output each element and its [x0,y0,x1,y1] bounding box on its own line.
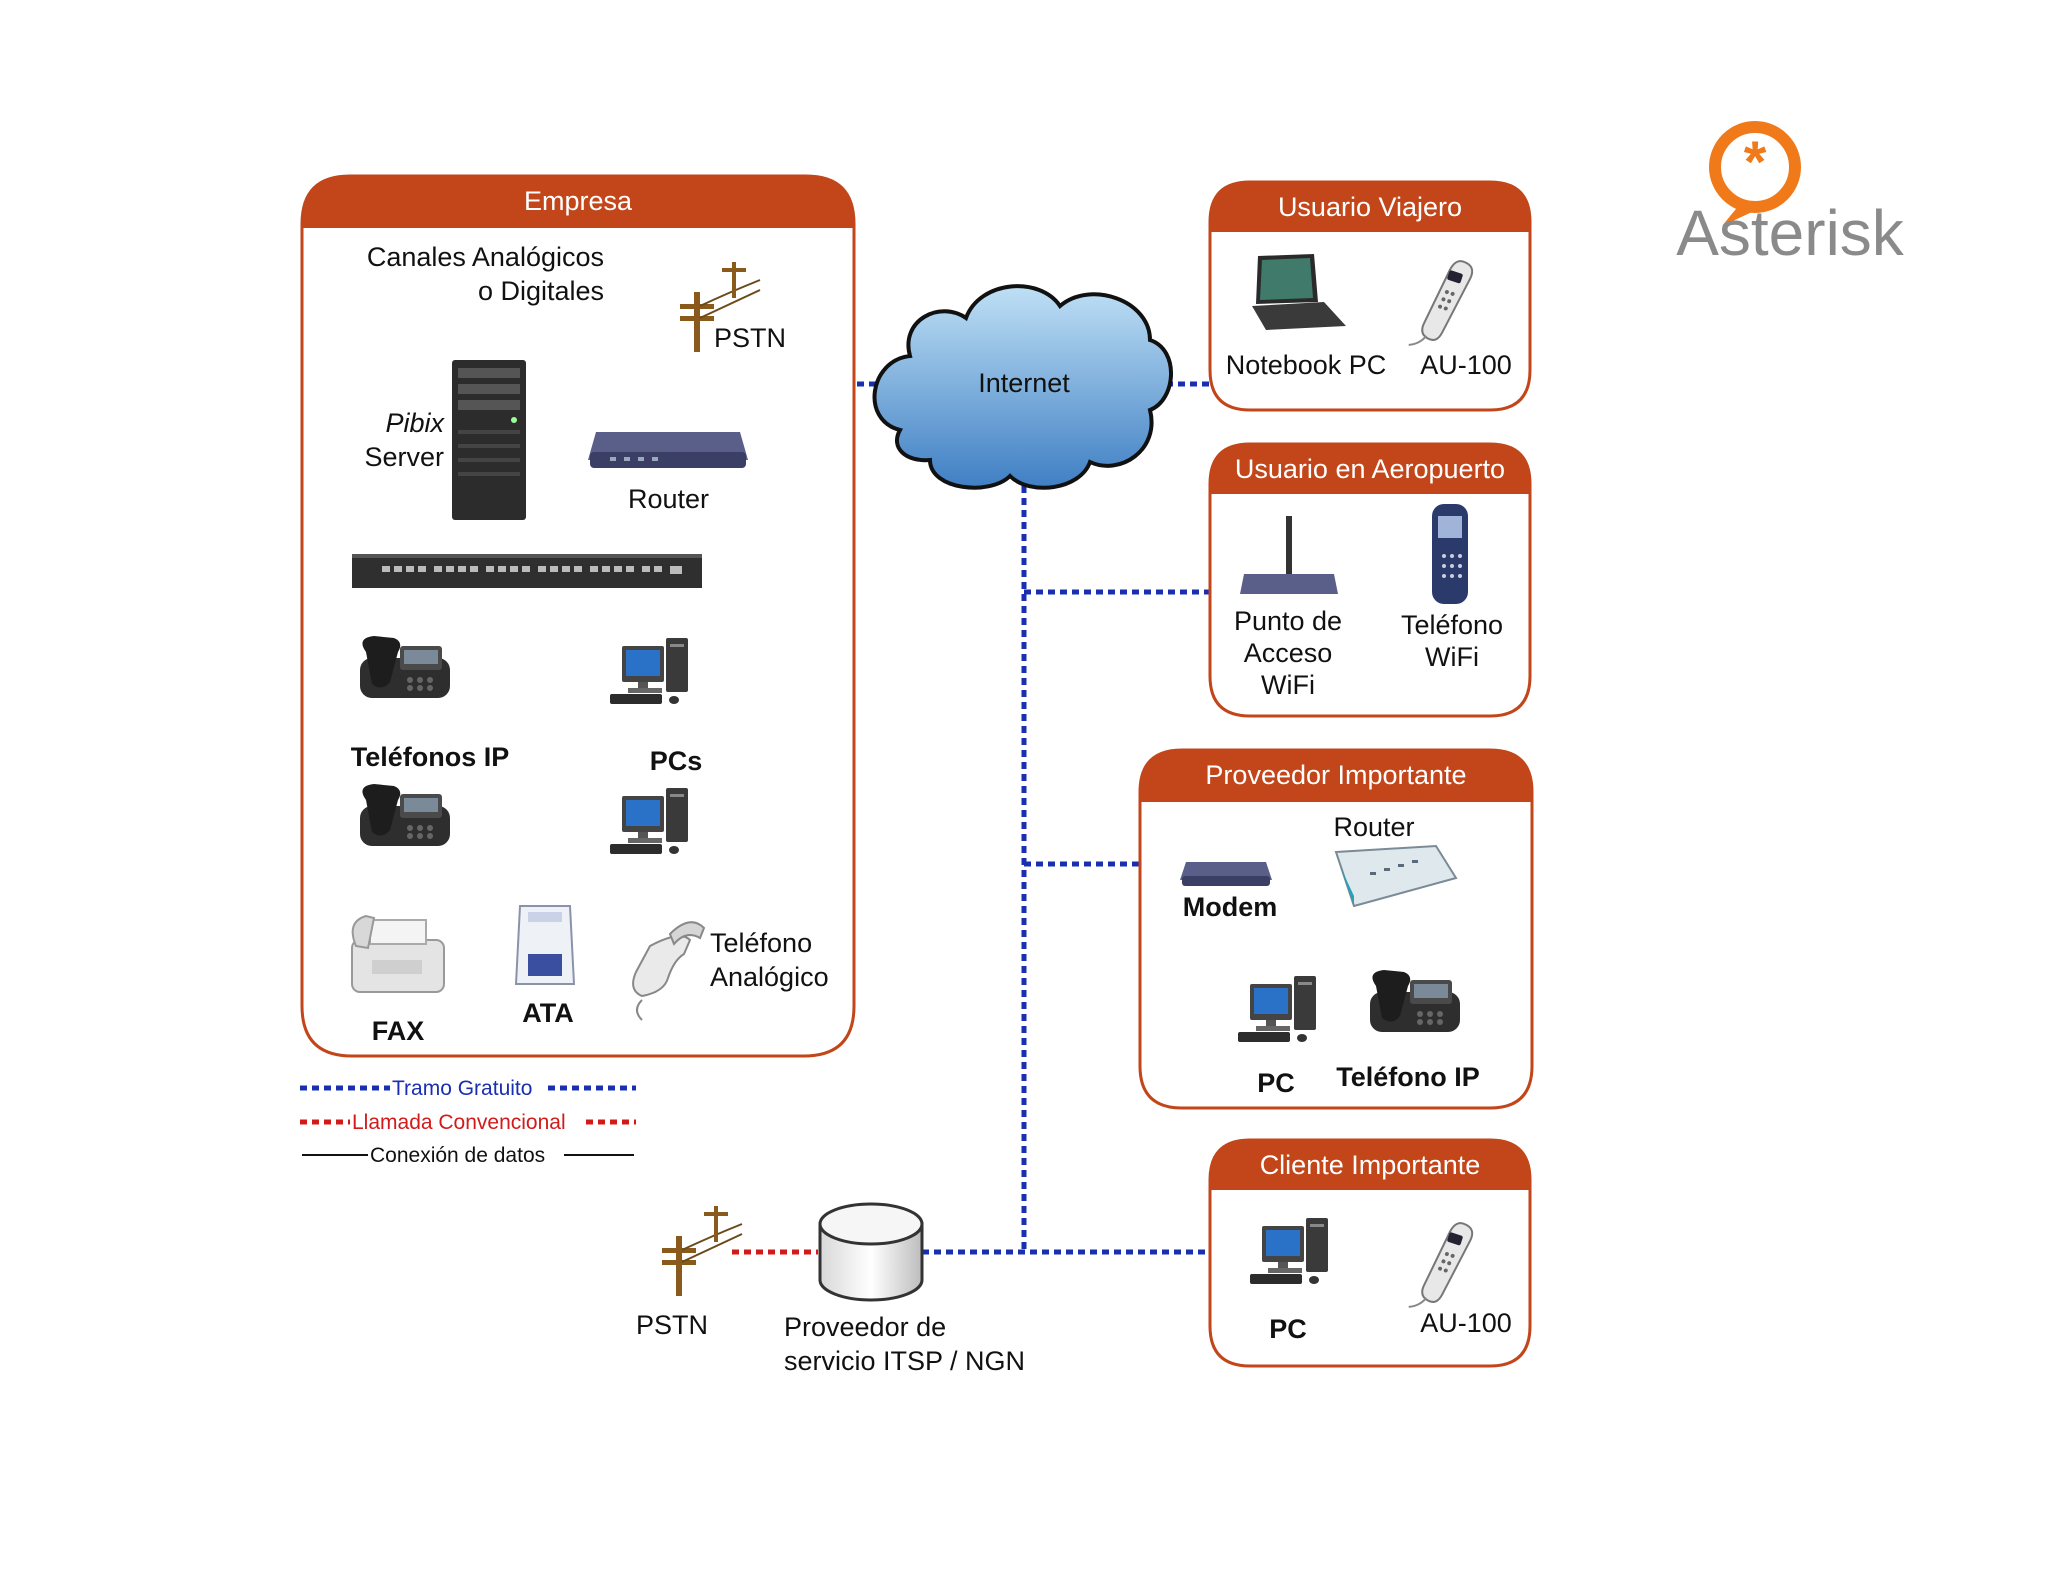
proveedor-title: Proveedor Importante [1205,760,1466,790]
ap-label-3: WiFi [1261,670,1315,700]
ata-label: ATA [522,998,573,1028]
server-label-1: Pibix [385,408,445,438]
cell-phone-icon [1432,504,1468,604]
wifi-ap-icon [1240,516,1338,594]
legend-conventional-label: Llamada Convencional [352,1111,566,1134]
empresa-title: Empresa [524,186,633,216]
legend-data-label: Conexión de datos [370,1144,545,1167]
server-label-2: Server [364,442,444,472]
modem-icon [1180,862,1272,886]
viajero-title: Usuario Viajero [1278,192,1462,222]
svg-text:Asterisk: Asterisk [1676,197,1905,269]
empresa-router-label: Router [628,484,709,514]
notebook-label: Notebook PC [1226,350,1387,380]
aeropuerto-title: Usuario en Aeropuerto [1235,454,1505,484]
legend-free-label: Tramo Gratuito [392,1077,532,1100]
proveedor-ip-phone-label: Teléfono IP [1336,1062,1480,1092]
database-cylinder-icon [818,1202,924,1302]
proveedor-pc-label: PC [1257,1068,1295,1098]
ap-label-1: Punto de [1234,606,1342,636]
group-cliente: Cliente Importante PC AU-100 [1208,1138,1532,1368]
pbx-server-icon [452,360,526,520]
wifi-phone-label-1: Teléfono [1401,610,1503,640]
ata-icon [514,905,576,985]
analog-phone-label-2: Analógico [710,962,829,992]
itsp-pstn-label: PSTN [636,1310,708,1340]
ap-label-2: Acceso [1244,638,1333,668]
router-icon [588,432,748,468]
group-proveedor: Proveedor Importante Router Modem PC Tel… [1138,748,1534,1110]
asterisk-logo: * Asterisk [1676,121,1905,269]
cliente-au100-label: AU-100 [1420,1308,1512,1338]
svg-text:*: * [1744,130,1767,195]
empresa-pstn-label: PSTN [714,323,786,353]
channels-label-2: o Digitales [478,276,604,306]
switch-icon [352,554,702,588]
viajero-au100-label: AU-100 [1420,350,1512,380]
itsp-label-1: Proveedor de [784,1312,946,1342]
legend: Tramo Gratuito Llamada Convencional Cone… [300,1077,636,1167]
group-empresa: Empresa Canales Analógicos o Digitales P… [300,174,856,1058]
analog-phone-icon [632,921,706,1021]
proveedor-router-label: Router [1333,812,1414,842]
group-usuario-viajero: Usuario Viajero Notebook PC AU-100 [1208,180,1532,412]
channels-label-1: Canales Analógicos [367,242,604,272]
pstn-pole-icon [661,1205,743,1297]
wifi-phone-label-2: WiFi [1425,642,1479,672]
fax-label: FAX [372,1016,425,1046]
cliente-pc-label: PC [1269,1314,1307,1344]
fax-icon [351,914,445,993]
analog-phone-label-1: Teléfono [710,928,812,958]
pcs-label: PCs [650,746,703,776]
internet-label: Internet [978,368,1070,398]
group-usuario-aeropuerto: Usuario en Aeropuerto Punto de Acceso Wi… [1208,442,1532,718]
laptop-icon [1252,254,1346,330]
router-icon [1334,844,1458,908]
cloud-icon [872,284,1173,490]
itsp-label-2: servicio ITSP / NGN [784,1346,1025,1376]
cliente-title: Cliente Importante [1260,1150,1481,1180]
ip-phones-label: Teléfonos IP [351,742,510,772]
modem-label: Modem [1183,892,1278,922]
